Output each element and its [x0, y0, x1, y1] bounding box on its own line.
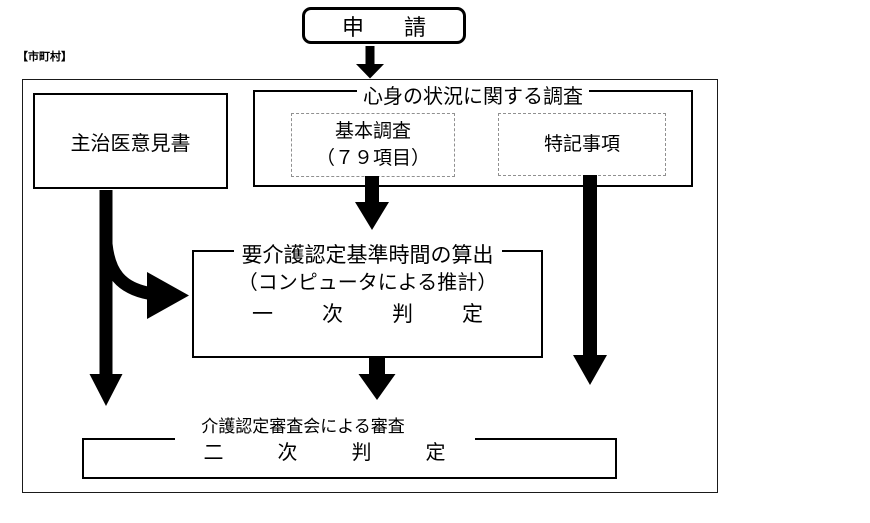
doctor-opinion-box: 主治医意見書	[33, 93, 228, 189]
primary-judgment-box: 要介護認定基準時間の算出 （コンピュータによる推計） 一 次 判 定	[192, 239, 543, 358]
basic-survey-line1: 基本調査	[334, 120, 411, 142]
basic-survey-box: 基本調査 （７９項目）	[291, 113, 455, 177]
doctor-opinion-label: 主治医意見書	[70, 130, 191, 155]
review-board-title: 介護認定審査会による審査	[201, 417, 405, 437]
survey-box: 心身の状況に関する調査 基本調査 （７９項目） 特記事項	[253, 80, 693, 187]
basic-survey-line2: （７９項目）	[315, 147, 430, 169]
arrow-application-down	[356, 46, 384, 79]
application-box: 申 請	[302, 7, 466, 44]
survey-title: 心身の状況に関する調査	[357, 80, 589, 109]
special-notes-box: 特記事項	[498, 113, 666, 176]
primary-judgment-title: 要介護認定基準時間の算出	[233, 239, 502, 269]
municipality-label: 【市町村】	[17, 50, 72, 63]
primary-judgment-line2: （コンピュータによる推計）	[237, 270, 498, 294]
secondary-judgment-label: 二 次 判 定	[174, 436, 475, 465]
primary-judgment-line3: 一 次 判 定	[252, 302, 497, 326]
application-label: 申 請	[341, 15, 435, 41]
special-notes-label: 特記事項	[543, 133, 620, 155]
secondary-judgment-box: 二 次 判 定	[82, 436, 617, 479]
